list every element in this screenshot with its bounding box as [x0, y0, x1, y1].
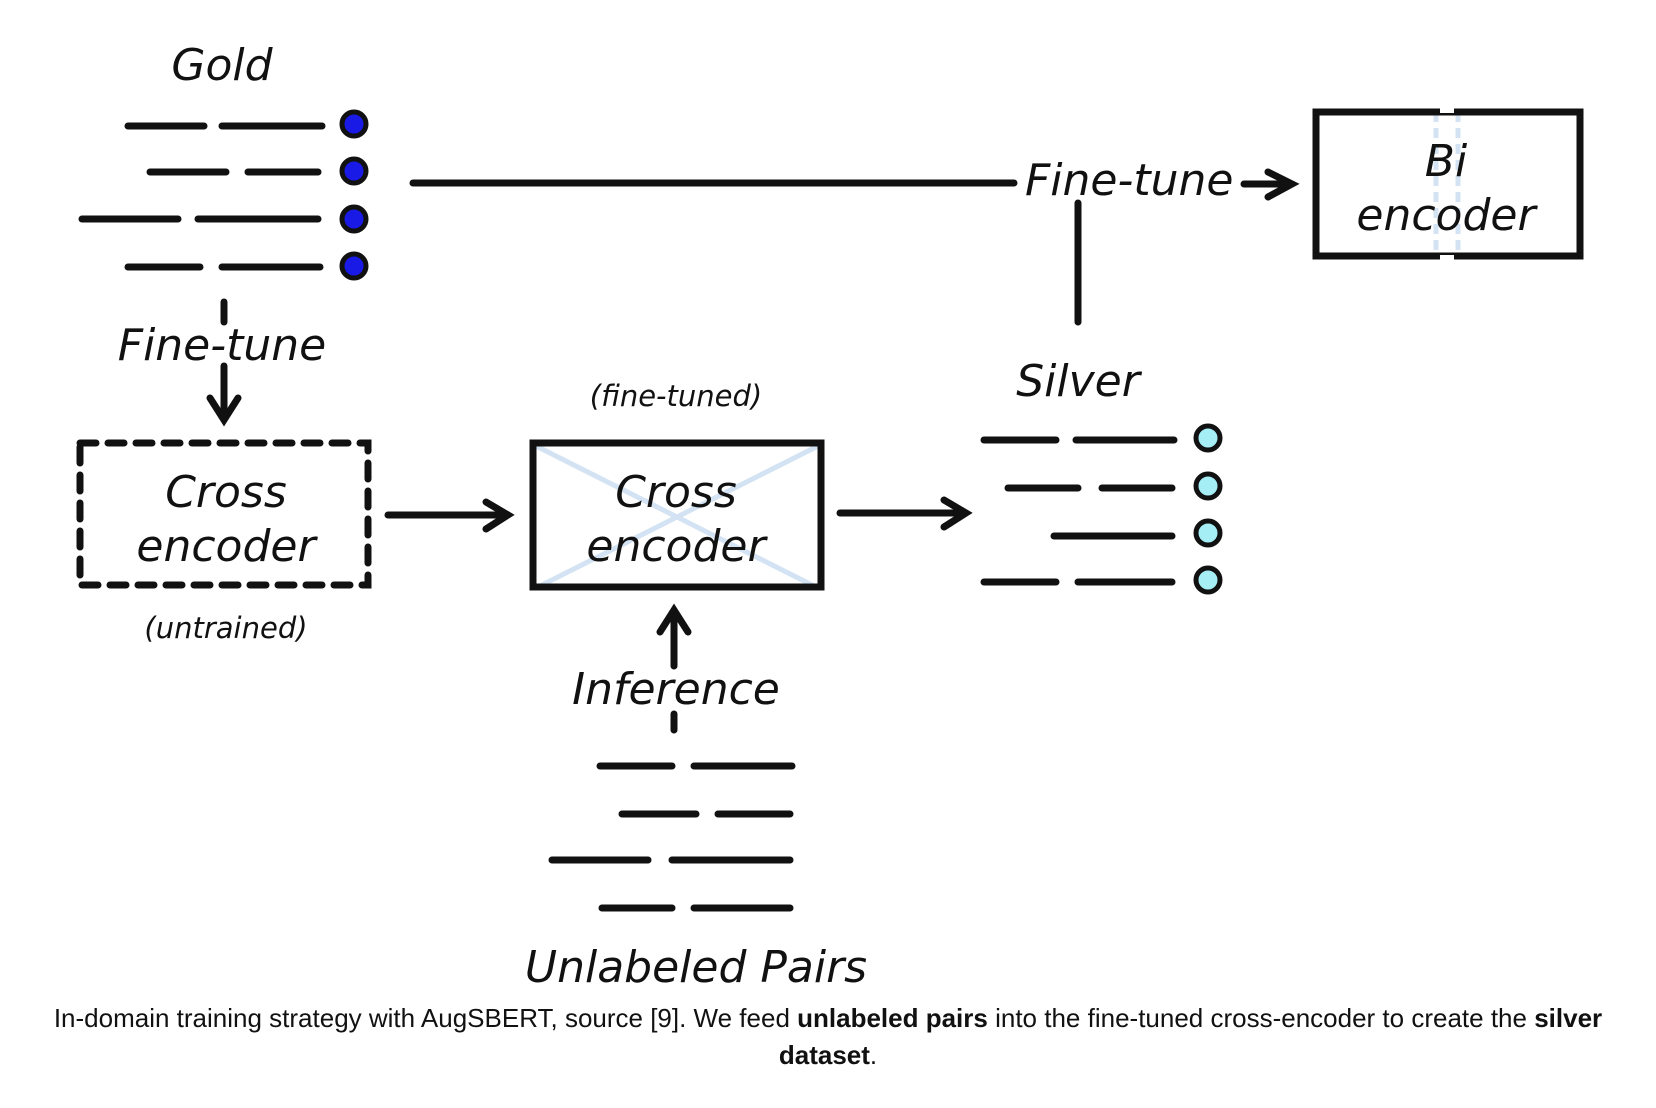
finetuned-note: (fine-tuned): [590, 379, 762, 413]
cross-encoder-finetuned-line2: encoder: [586, 521, 768, 572]
gold-label-dot: [339, 251, 369, 281]
caption-part1: In-domain training strategy with AugSBER…: [53, 1003, 798, 1033]
silver-label-dot: [1193, 518, 1223, 548]
gold-label-dot: [339, 156, 369, 186]
cross-encoder-finetuned-box: [529, 439, 825, 591]
gold-dataset: [78, 109, 369, 281]
silver-label: Silver: [1016, 356, 1142, 407]
finetune-top-label: Fine-tune: [1025, 155, 1233, 206]
cross-encoder-untrained-box: [76, 439, 372, 589]
arrow-to-finetuned: [384, 498, 515, 533]
finetune-bi-arrowhead: [1240, 168, 1300, 201]
gold-label-dot: [339, 204, 369, 234]
cross-encoder-untrained-line1: Cross: [165, 467, 287, 518]
bi-encoder-box: [1312, 103, 1584, 265]
silver-label-dot: [1193, 471, 1223, 501]
silver-label-dot: [1193, 565, 1223, 595]
unlabeled-label: Unlabeled Pairs: [525, 942, 867, 993]
caption-part3: .: [869, 1040, 878, 1070]
caption-bold-unlabeled-pairs: unlabeled pairs: [797, 1003, 988, 1033]
arrow-to-silver: [836, 496, 973, 531]
silver-label-dot: [1193, 423, 1223, 453]
caption-bold-silver-dataset: silver dataset: [778, 1003, 1603, 1070]
finetune-down-arrow: [206, 362, 242, 427]
silver-dataset: [980, 423, 1223, 595]
cross-encoder-finetuned-line1: Cross: [615, 467, 737, 518]
unlabeled-dataset: [548, 762, 796, 912]
caption-part2: into the fine-tuned cross-encoder to cre…: [987, 1003, 1535, 1033]
untrained-note: (untrained): [144, 611, 307, 645]
bi-encoder-line2: encoder: [1356, 190, 1538, 241]
bi-encoder-line1: Bi: [1425, 136, 1468, 187]
gold-label-dot: [339, 109, 369, 139]
inference-label: Inference: [572, 664, 780, 715]
figure-caption: In-domain training strategy with AugSBER…: [40, 1000, 1616, 1074]
gold-label: Gold: [171, 40, 273, 91]
cross-encoder-untrained-line2: encoder: [136, 521, 318, 572]
finetune-left-label: Fine-tune: [118, 320, 326, 371]
inference-up-arrow: [656, 603, 692, 670]
